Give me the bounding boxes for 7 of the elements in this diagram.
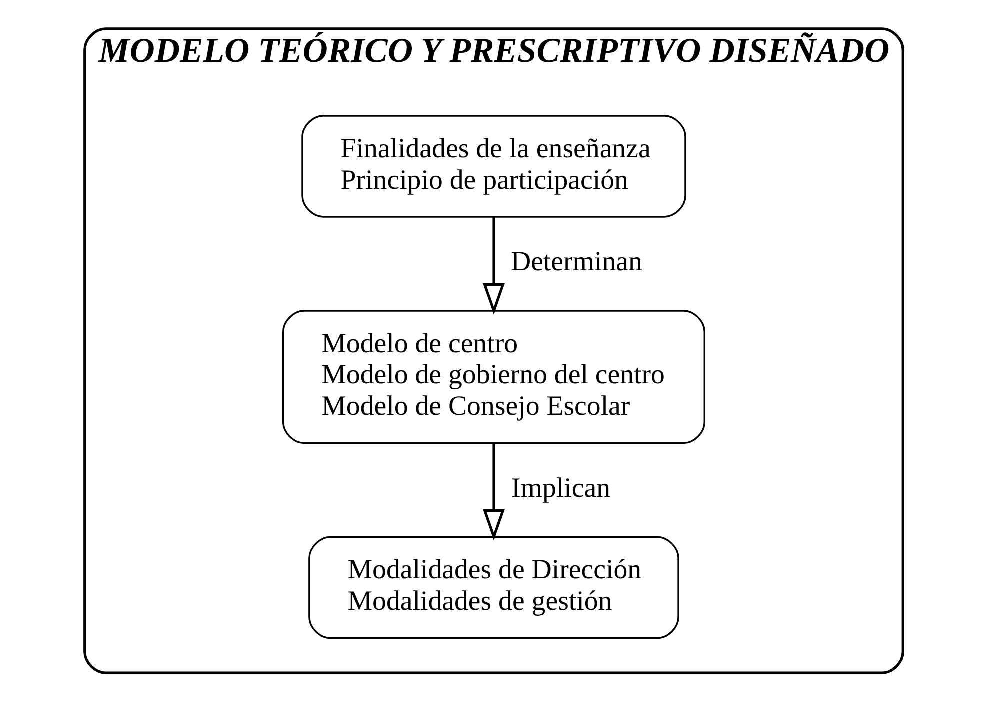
edge-label: Determinan: [510, 246, 642, 278]
arrow: [482, 443, 504, 541]
arrow: [482, 217, 504, 315]
node-box: Finalidades de la enseñanza Principio de participación: [301, 115, 686, 218]
node-box: Modalidades de Dirección Modalidades de gestión: [308, 536, 679, 640]
node-box: Modelo de centro Modelo de gobierno del centro Modelo de Consejo Escolar: [282, 310, 706, 444]
edge-label: Implican: [511, 472, 610, 504]
